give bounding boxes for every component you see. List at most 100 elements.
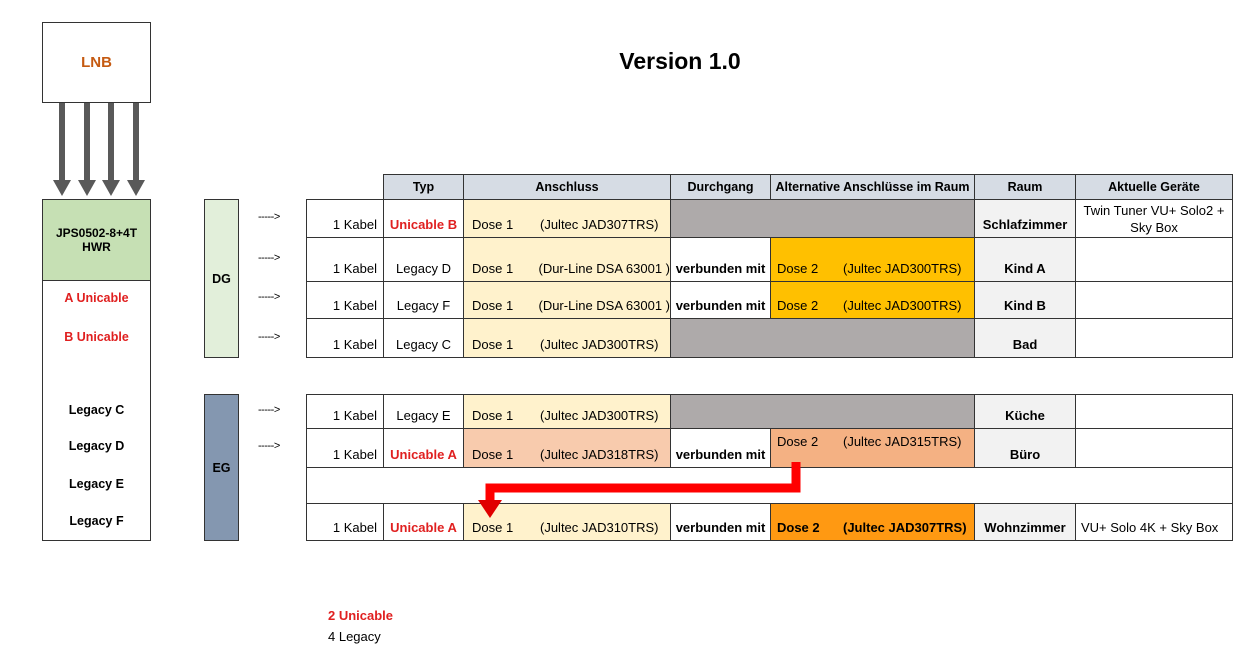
red-connection-arrow [478, 462, 801, 518]
kabel-cell: 1 Kabel [306, 428, 384, 468]
lnb-box: LNB [42, 22, 151, 103]
durchgang-cell: verbunden mit [670, 237, 771, 282]
header-0: Typ [383, 174, 464, 200]
anschluss-cell: Dose 1 (Jultec JAD300TRS) [463, 318, 671, 358]
geraete-cell [1075, 318, 1233, 358]
dashed-arrow: -----> [258, 291, 280, 303]
header-4: Raum [974, 174, 1076, 200]
geraete-cell [1075, 394, 1233, 429]
header-5: Aktuelle Geräte [1075, 174, 1233, 200]
arrow-down-icon [102, 180, 120, 196]
page-title: Version 1.0 [619, 48, 741, 74]
raum-cell: Bad [974, 318, 1076, 358]
output-label: Legacy F [69, 514, 124, 528]
dose-model: (Dur-Line DSA 63001 ) [538, 298, 670, 313]
alt-anschluss-cell: Dose 2 (Jultec JAD307TRS) [770, 503, 975, 541]
header-2: Durchgang [670, 174, 771, 200]
dose-model: (Dur-Line DSA 63001 ) [538, 261, 670, 276]
alt-dose-model: (Jultec JAD315TRS) [843, 433, 962, 449]
dose-model: (Jultec JAD318TRS) [540, 447, 659, 462]
kabel-cell: 1 Kabel [306, 237, 384, 282]
anschluss-cell: Dose 1 (Dur-Line DSA 63001 ) [463, 281, 671, 319]
dashed-arrow: -----> [258, 404, 280, 416]
multiswitch-model: JPS0502-8+4T [55, 226, 138, 240]
dashed-arrow: -----> [258, 331, 280, 343]
arrow-down-icon [127, 180, 145, 196]
alt-dose-model: (Jultec JAD300TRS) [843, 261, 962, 276]
header-3: Alternative Anschlüsse im Raum [770, 174, 975, 200]
floor-eg: EG [204, 394, 239, 541]
no-alternative-cell [670, 394, 975, 429]
typ-cell: Legacy D [383, 237, 464, 282]
anschluss-cell: Dose 1 (Dur-Line DSA 63001 ) [463, 237, 671, 282]
raum-cell: Kind B [974, 281, 1076, 319]
multiswitch-outputs: A Unicable B Unicable Legacy C Legacy D … [42, 280, 151, 541]
geraete-cell [1075, 428, 1233, 468]
dashed-arrow: -----> [258, 252, 280, 264]
legend-legacy: 4 Legacy [328, 629, 381, 644]
dose-label: Dose 1 [472, 217, 514, 232]
dose-label: Dose 1 [472, 261, 514, 276]
alt-dose-label: Dose 2 [777, 433, 819, 449]
dashed-arrow: -----> [258, 211, 280, 223]
alt-dose-label: Dose 2 [777, 520, 820, 535]
dose-label: Dose 1 [472, 447, 514, 462]
dose-label: Dose 1 [472, 520, 514, 535]
alt-dose-model: (Jultec JAD300TRS) [843, 298, 962, 313]
raum-cell: Wohnzimmer [974, 503, 1076, 541]
anschluss-cell: Dose 1 (Jultec JAD307TRS) [463, 199, 671, 238]
raum-cell: Büro [974, 428, 1076, 468]
alt-anschluss-cell: Dose 2 (Jultec JAD300TRS) [770, 281, 975, 319]
dose-model: (Jultec JAD300TRS) [540, 408, 659, 423]
kabel-cell: 1 Kabel [306, 281, 384, 319]
alt-dose-model: (Jultec JAD307TRS) [843, 520, 967, 535]
alt-dose-label: Dose 2 [777, 261, 819, 276]
header-1: Anschluss [463, 174, 671, 200]
dose-model: (Jultec JAD300TRS) [540, 337, 659, 352]
dose-label: Dose 1 [472, 408, 514, 423]
no-alternative-cell [670, 318, 975, 358]
raum-cell: Küche [974, 394, 1076, 429]
lnb-arrow [59, 103, 65, 183]
output-label: Legacy D [68, 439, 125, 453]
raum-cell: Schlafzimmer [974, 199, 1076, 238]
geraete-cell [1075, 237, 1233, 282]
lnb-arrow [108, 103, 114, 183]
typ-cell: Legacy E [383, 394, 464, 429]
lnb-arrow [84, 103, 90, 183]
anschluss-cell: Dose 1 (Jultec JAD318TRS) [463, 428, 671, 468]
geraete-cell: VU+ Solo 4K + Sky Box [1075, 503, 1233, 541]
kabel-cell: 1 Kabel [306, 318, 384, 358]
geraete-cell: Twin Tuner VU+ Solo2 + Sky Box [1075, 199, 1233, 238]
kabel-cell: 1 Kabel [306, 394, 384, 429]
output-label: A Unicable [64, 291, 129, 305]
durchgang-cell: verbunden mit [670, 281, 771, 319]
anschluss-cell: Dose 1 (Jultec JAD300TRS) [463, 394, 671, 429]
typ-cell: Unicable B [383, 199, 464, 238]
output-label: Legacy C [68, 403, 125, 417]
typ-cell: Legacy F [383, 281, 464, 319]
multiswitch-box: JPS0502-8+4T HWR [42, 199, 151, 281]
arrow-down-icon [78, 180, 96, 196]
spacer-row [306, 467, 1233, 504]
anschluss-cell: Dose 1(Jultec JAD310TRS) [463, 503, 671, 541]
dose-label: Dose 1 [472, 337, 514, 352]
floor-dg: DG [204, 199, 239, 358]
output-label: Legacy E [69, 477, 124, 491]
kabel-cell: 1 Kabel [306, 199, 384, 238]
alt-anschluss-cell: Dose 2 (Jultec JAD315TRS) [770, 428, 975, 468]
typ-cell: Unicable A [383, 503, 464, 541]
lnb-arrow [133, 103, 139, 183]
dose-model: (Jultec JAD307TRS) [540, 217, 659, 232]
geraete-cell [1075, 281, 1233, 319]
dashed-arrow: -----> [258, 440, 280, 452]
output-label: B Unicable [64, 330, 129, 344]
raum-cell: Kind A [974, 237, 1076, 282]
alt-anschluss-cell: Dose 2 (Jultec JAD300TRS) [770, 237, 975, 282]
arrow-down-icon [53, 180, 71, 196]
kabel-cell: 1 Kabel [306, 503, 384, 541]
alt-dose-label: Dose 2 [777, 298, 819, 313]
dose-label: Dose 1 [472, 298, 514, 313]
no-alternative-cell [670, 199, 975, 238]
typ-cell: Unicable A [383, 428, 464, 468]
